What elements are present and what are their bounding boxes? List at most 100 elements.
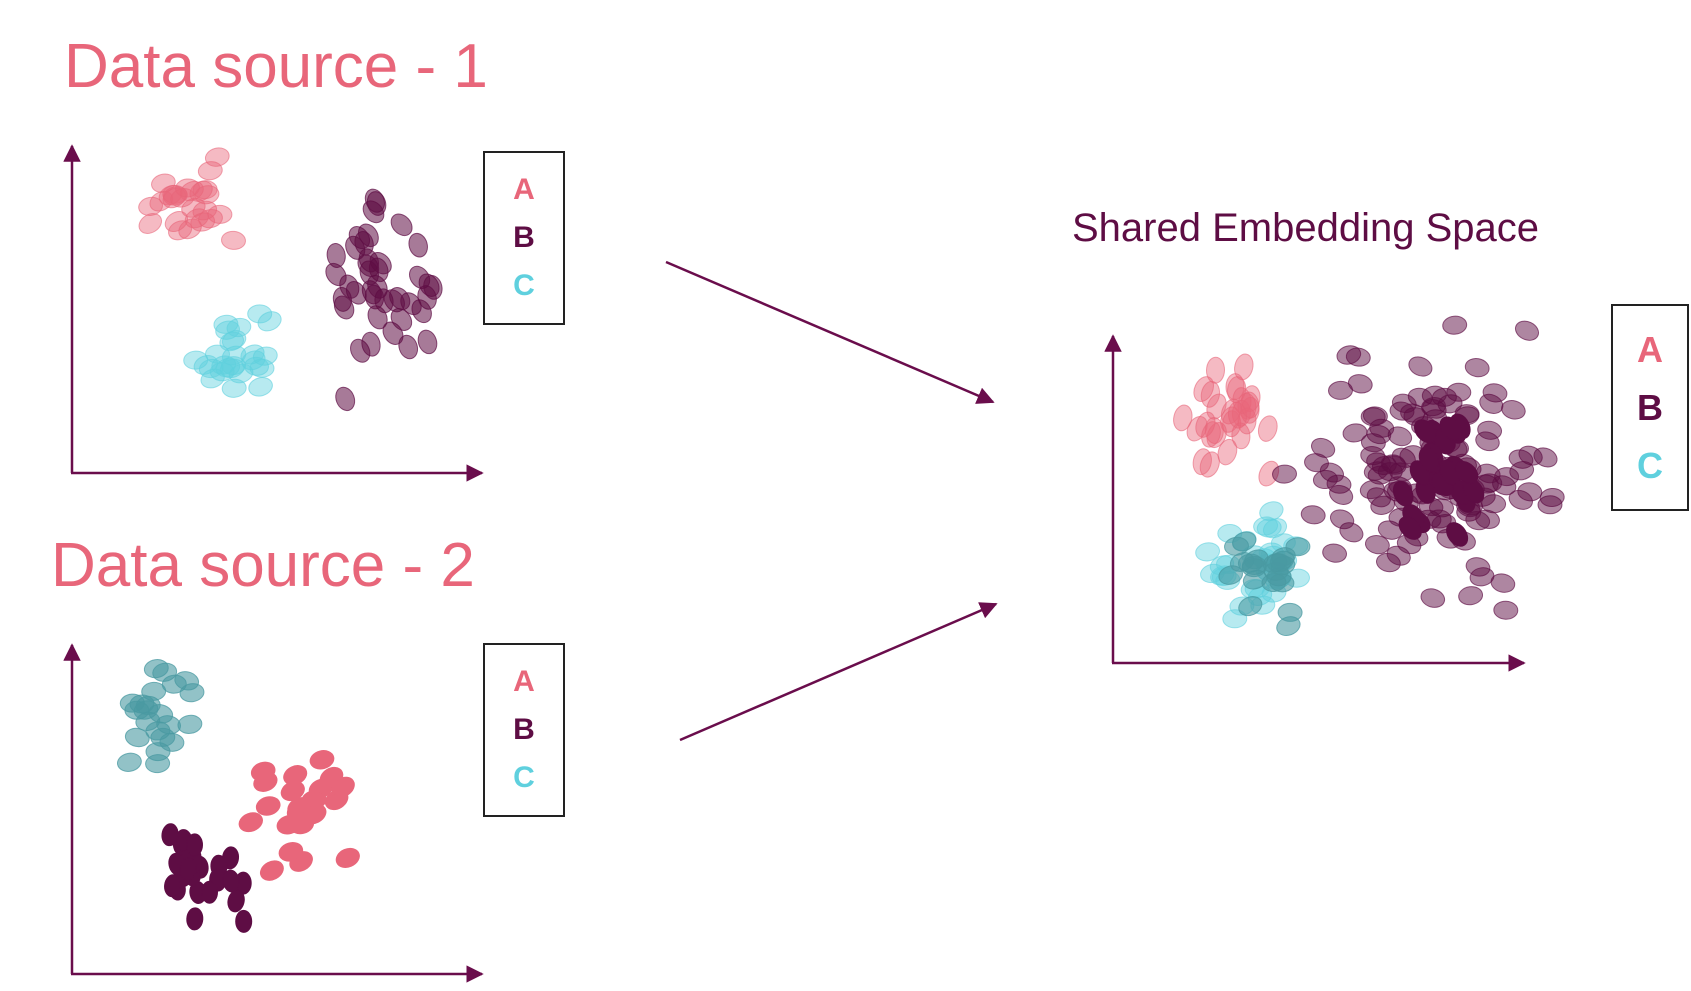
point-b — [1514, 320, 1540, 341]
point-a — [138, 213, 163, 234]
point-a — [1240, 391, 1260, 419]
point-a — [278, 841, 304, 862]
point-a — [178, 218, 202, 240]
point-b — [1413, 419, 1437, 444]
point-c — [1222, 609, 1248, 629]
point-c — [215, 357, 241, 378]
point-a — [1231, 422, 1251, 450]
point-a — [238, 812, 263, 833]
point-b — [350, 338, 371, 363]
legend-label-a: A — [513, 173, 535, 206]
arrow-source2-to-shared — [679, 602, 998, 742]
point-c — [145, 721, 171, 741]
shared-embedding-space-title: Shared Embedding Space — [1072, 206, 1539, 250]
point-a — [1173, 404, 1193, 432]
point-a — [1193, 376, 1214, 403]
point-b — [1418, 446, 1440, 473]
point-b — [335, 386, 356, 412]
point-b — [398, 334, 419, 360]
point-c — [252, 346, 278, 366]
legend-label-b: B — [513, 221, 535, 254]
point-b — [185, 833, 204, 857]
point-b — [1377, 520, 1403, 540]
point-a — [302, 803, 327, 825]
point-a — [189, 180, 213, 202]
data-source-2-title: Data source - 2 — [51, 531, 475, 600]
point-b — [1371, 455, 1397, 476]
point-c — [117, 752, 142, 772]
point-c — [241, 350, 266, 371]
point-c — [1256, 518, 1282, 538]
point-a — [1199, 451, 1220, 478]
point-a — [1225, 373, 1245, 401]
point-a — [1206, 422, 1227, 449]
point-b — [1366, 487, 1391, 508]
point-c — [1238, 596, 1263, 617]
point-a — [335, 847, 360, 868]
point-c — [257, 311, 282, 332]
point-a — [151, 173, 176, 193]
point-c — [124, 700, 150, 720]
point-b — [1517, 482, 1543, 502]
point-b — [1465, 557, 1491, 577]
point-b — [1364, 534, 1390, 555]
legend-label-b: B — [1637, 386, 1663, 428]
point-b — [1454, 460, 1479, 485]
point-b — [1501, 400, 1526, 420]
point-c — [1241, 555, 1267, 576]
point-b — [1342, 423, 1368, 443]
point-b — [179, 857, 197, 881]
point-b — [325, 262, 347, 287]
point-a — [259, 860, 284, 881]
point-b — [382, 321, 404, 346]
point-c — [1277, 602, 1303, 622]
point-b — [357, 254, 380, 278]
point-b — [186, 907, 204, 931]
point-b — [1439, 416, 1463, 441]
point-a — [1192, 448, 1212, 476]
point-b — [1421, 385, 1447, 405]
point-a — [331, 776, 355, 798]
point-b — [235, 909, 253, 933]
point-c — [161, 674, 187, 694]
point-b — [1442, 315, 1468, 335]
point-b — [1479, 393, 1504, 414]
point-b — [1458, 586, 1484, 606]
point-b — [348, 226, 371, 250]
legend-label-c: C — [1637, 444, 1663, 486]
point-b — [1322, 543, 1348, 563]
legend-source-1: A B C — [483, 151, 565, 325]
point-c — [248, 377, 273, 397]
point-c — [1253, 516, 1279, 536]
legend-label-a: A — [1637, 328, 1663, 370]
point-c — [179, 683, 205, 703]
point-a — [1205, 356, 1226, 384]
legend-label-c: C — [513, 269, 535, 302]
point-a — [250, 761, 276, 782]
point-c — [244, 356, 269, 376]
point-b — [222, 869, 240, 893]
point-a — [1237, 407, 1257, 435]
point-a — [204, 147, 230, 167]
point-a — [1257, 415, 1278, 442]
point-b — [1475, 431, 1500, 452]
point-b — [326, 243, 346, 268]
point-c — [1232, 531, 1257, 552]
data-source-1-title: Data source - 1 — [64, 32, 488, 101]
point-c — [215, 320, 241, 340]
point-b — [1336, 345, 1362, 365]
point-a — [221, 230, 246, 250]
point-c — [1259, 501, 1284, 522]
point-a — [207, 204, 233, 224]
point-b — [383, 289, 405, 313]
point-a — [255, 796, 281, 816]
point-b — [1509, 461, 1535, 481]
point-c — [1218, 565, 1243, 585]
arrow-source1-to-shared — [665, 260, 995, 404]
point-b — [408, 232, 428, 258]
point-b — [161, 823, 179, 847]
point-c — [1269, 573, 1295, 593]
point-b — [1326, 474, 1352, 494]
point-c — [221, 330, 247, 350]
point-b — [345, 281, 367, 305]
